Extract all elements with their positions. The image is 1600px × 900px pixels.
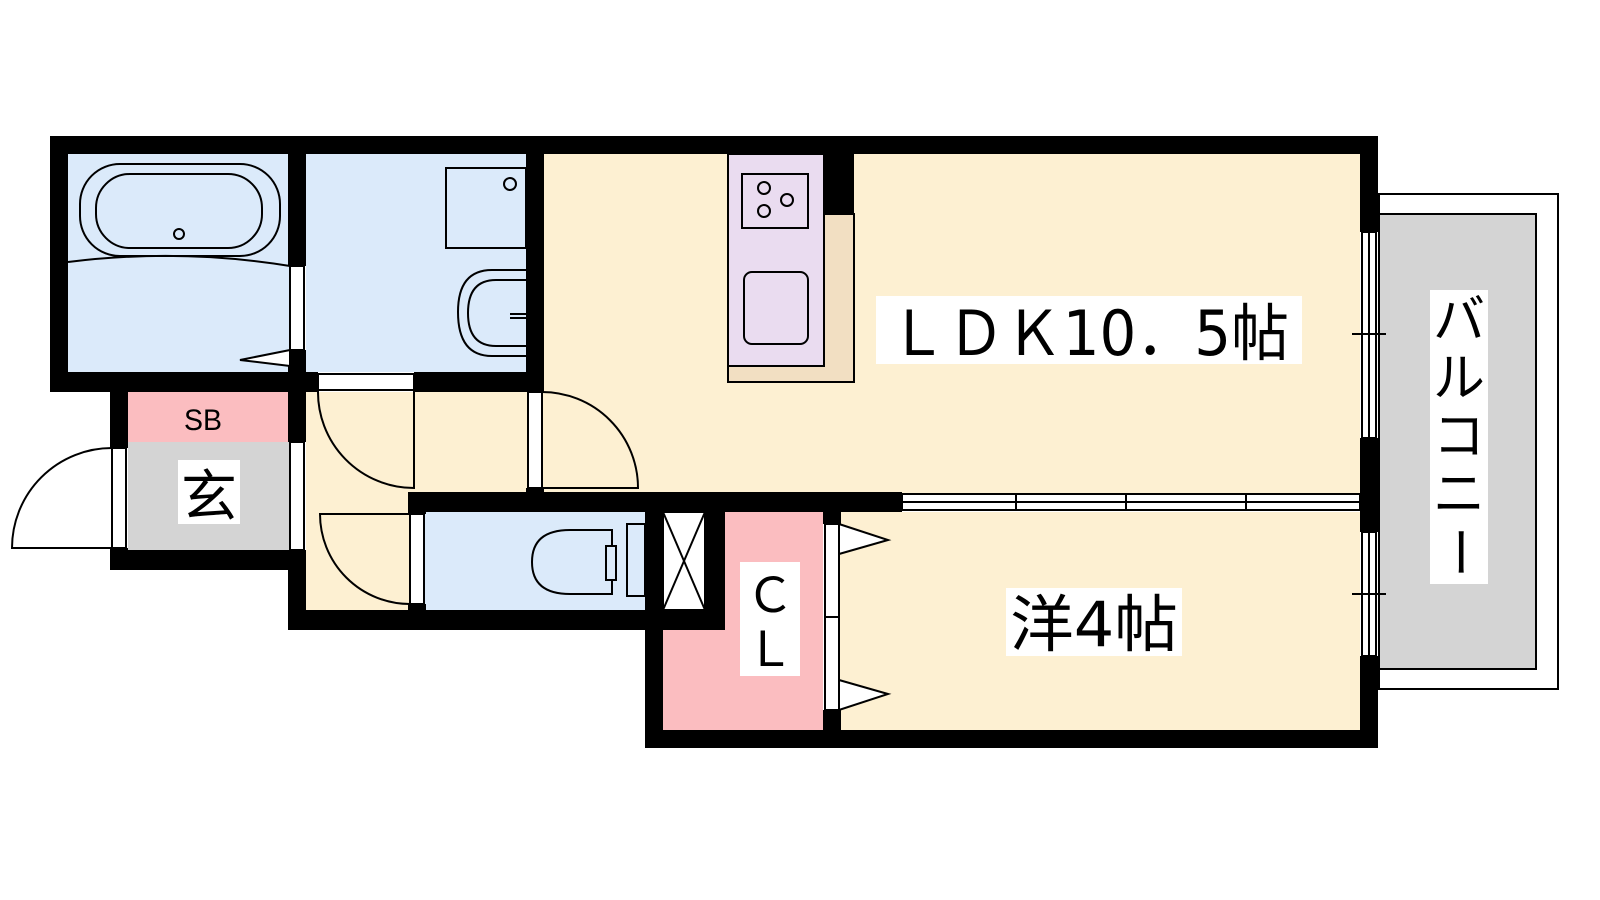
bathroom-floor — [68, 154, 290, 372]
toilet-bowl — [530, 523, 646, 597]
walls — [50, 136, 1378, 748]
balcony — [1378, 193, 1559, 690]
doors — [10, 231, 1386, 712]
ldk-label: ＬＤＫ10．5帖 — [889, 297, 1289, 370]
shoebox-floor — [128, 392, 290, 442]
balcony-char-3: コ — [1433, 407, 1485, 467]
pipe-space — [662, 511, 706, 611]
balcony-char-1: バ — [1433, 291, 1485, 351]
bathtub — [67, 163, 291, 267]
kitchen — [727, 153, 855, 383]
shoebox-label: SB — [184, 404, 222, 437]
balcony-char-4: ニ — [1433, 465, 1485, 525]
balcony-char-2: ル — [1433, 349, 1485, 409]
closet-label-l: Ｌ — [746, 622, 794, 678]
balcony-label: バ ル コ ニ ー — [1428, 291, 1488, 578]
balcony-char-5: ー — [1428, 526, 1488, 578]
entrance-label: 玄 — [181, 465, 237, 530]
washing-machine — [445, 167, 527, 249]
wash-basin — [456, 269, 526, 357]
western-room-label: 洋4帖 — [1010, 588, 1178, 661]
closet-label-c: Ｃ — [746, 568, 794, 624]
